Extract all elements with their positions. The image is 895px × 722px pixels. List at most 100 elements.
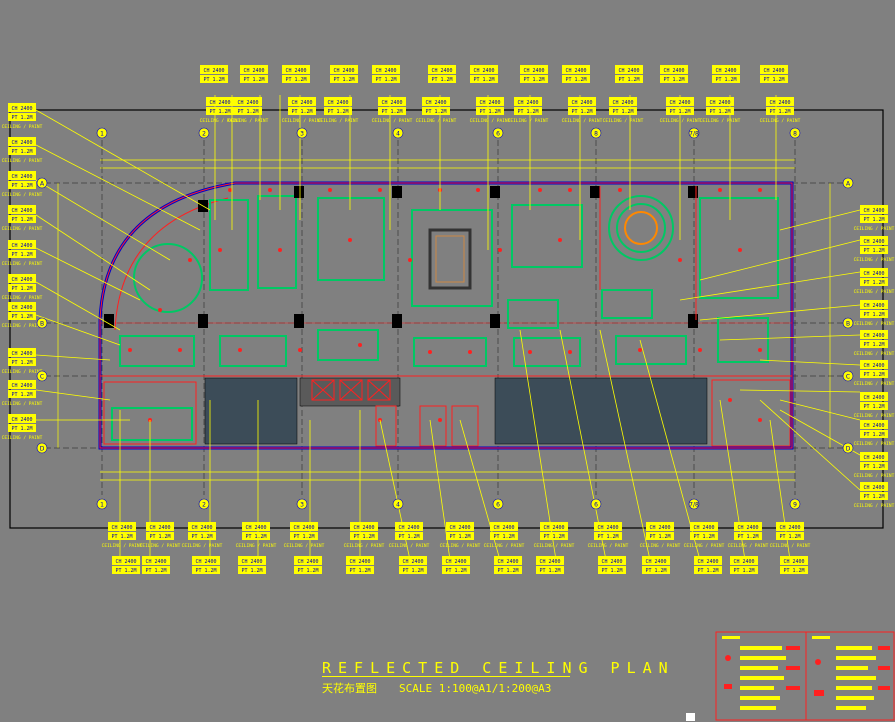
tag-finish: CEILING / PAINT: [760, 118, 801, 124]
tag-paint: PT 1.2M: [863, 342, 884, 348]
tag-ceiling-height: CH 2400: [245, 525, 266, 531]
tag-paint: PT 1.2M: [863, 464, 884, 470]
tag-paint: PT 1.2M: [291, 109, 312, 115]
tag-finish: CEILING / PAINT: [228, 118, 269, 124]
tag-paint: PT 1.2M: [473, 77, 494, 83]
svg-text:1: 1: [100, 502, 104, 509]
grid-bubble: 8: [590, 127, 602, 139]
tag-finish: CEILING / PAINT: [603, 118, 644, 124]
tag-ceiling-height: CH 2400: [297, 559, 318, 565]
tag-paint: PT 1.2M: [381, 109, 402, 115]
tag-paint: PT 1.2M: [203, 77, 224, 83]
tag-ceiling-height: CH 2400: [863, 303, 884, 309]
tag-ceiling-height: CH 2400: [11, 417, 32, 423]
dimension-lines: [57, 159, 831, 481]
tag-paint: PT 1.2M: [863, 312, 884, 318]
cursor-marker: [686, 713, 695, 721]
tag-ceiling-height: CH 2400: [571, 100, 592, 106]
tag-ceiling-height: CH 2400: [693, 525, 714, 531]
tag-paint: PT 1.2M: [243, 77, 264, 83]
tag-ceiling-height: CH 2400: [493, 525, 514, 531]
tag-paint: PT 1.2M: [779, 534, 800, 540]
tag-finish: CEILING / PAINT: [700, 118, 741, 124]
tag-finish: CEILING / PAINT: [2, 401, 43, 407]
tag-ceiling-height: CH 2400: [291, 100, 312, 106]
tag-finish: CEILING / PAINT: [770, 543, 811, 549]
svg-text:3: 3: [300, 131, 304, 138]
structural-columns: [104, 186, 698, 328]
tag-finish: CEILING / PAINT: [854, 413, 895, 419]
tag-finish: CEILING / PAINT: [2, 158, 43, 164]
tag-ceiling-height: CH 2400: [11, 351, 32, 357]
tag-paint: PT 1.2M: [863, 248, 884, 254]
tag-paint: PT 1.2M: [645, 568, 666, 574]
tag-finish: CEILING / PAINT: [2, 261, 43, 267]
tag-paint: PT 1.2M: [11, 217, 32, 223]
tag-paint: PT 1.2M: [497, 568, 518, 574]
tag-finish: CEILING / PAINT: [470, 118, 511, 124]
grid-bubble: 4: [392, 498, 404, 510]
svg-text:C: C: [846, 374, 850, 381]
svg-text:7/8: 7/8: [689, 131, 699, 138]
tag-ceiling-height: CH 2400: [333, 68, 354, 74]
svg-text:D: D: [846, 446, 851, 453]
drawing-title: REFLECTED CEILING PLAN: [322, 659, 675, 677]
tag-finish: CEILING / PAINT: [728, 543, 769, 549]
tag-ceiling-height: CH 2400: [863, 333, 884, 339]
tag-ceiling-height: CH 2400: [863, 485, 884, 491]
tag-ceiling-height: CH 2400: [241, 559, 262, 565]
tag-ceiling-height: CH 2400: [111, 525, 132, 531]
grid-bubble: 3: [296, 127, 308, 139]
svg-text:A: A: [40, 181, 45, 188]
tag-finish: CEILING / PAINT: [416, 118, 457, 124]
tag-ceiling-height: CH 2400: [769, 100, 790, 106]
tag-paint: PT 1.2M: [11, 252, 32, 258]
tag-finish: CEILING / PAINT: [588, 543, 629, 549]
tag-finish: CEILING / PAINT: [2, 435, 43, 441]
tag-ceiling-height: CH 2400: [149, 525, 170, 531]
tag-paint: PT 1.2M: [523, 77, 544, 83]
svg-text:1: 1: [100, 131, 104, 138]
drawing-scale: SCALE 1:100@A1/1:200@A3: [399, 682, 552, 695]
tag-ceiling-height: CH 2400: [353, 525, 374, 531]
tag-ceiling-height: CH 2400: [863, 208, 884, 214]
tag-paint: PT 1.2M: [649, 534, 670, 540]
tag-ceiling-height: CH 2400: [445, 559, 466, 565]
svg-text:4: 4: [396, 502, 400, 509]
grid-bubble: 9: [789, 498, 801, 510]
tag-paint: PT 1.2M: [111, 534, 132, 540]
tag-finish: CEILING / PAINT: [684, 543, 725, 549]
tag-ceiling-height: CH 2400: [863, 239, 884, 245]
svg-text:4: 4: [396, 131, 400, 138]
tag-finish: CEILING / PAINT: [389, 543, 430, 549]
tag-finish: CEILING / PAINT: [2, 323, 43, 329]
tag-paint: PT 1.2M: [431, 77, 452, 83]
tag-paint: PT 1.2M: [327, 109, 348, 115]
svg-text:6: 6: [594, 502, 598, 509]
tag-finish: CEILING / PAINT: [854, 503, 895, 509]
tag-ceiling-height: CH 2400: [517, 100, 538, 106]
tag-paint: PT 1.2M: [863, 280, 884, 286]
tag-paint: PT 1.2M: [863, 494, 884, 500]
tag-finish: CEILING / PAINT: [372, 118, 413, 124]
tag-paint: PT 1.2M: [709, 109, 730, 115]
ceiling-lights: [128, 188, 762, 422]
